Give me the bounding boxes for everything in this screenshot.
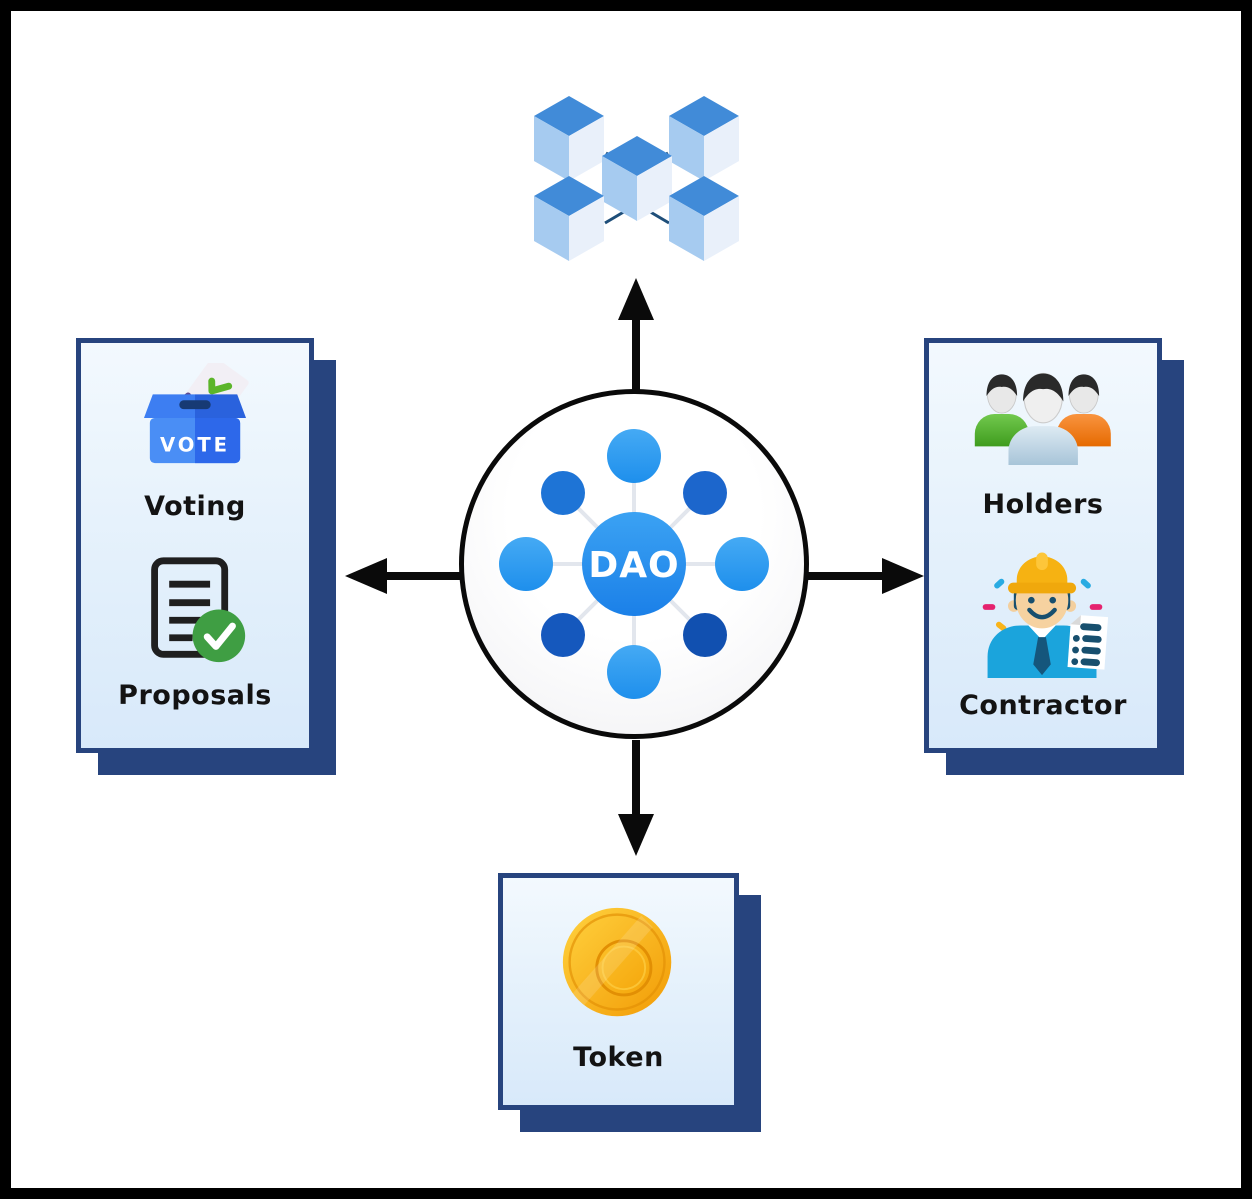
cube-top-right [669, 96, 739, 181]
hub-node-west [499, 537, 553, 591]
holders-group-icon [974, 372, 1111, 465]
cube-top-left [534, 96, 604, 181]
holder-person-center [1008, 372, 1078, 465]
contractor-worker-icon [982, 552, 1109, 678]
arrow-up-icon [618, 278, 654, 394]
hub-center-node [582, 512, 686, 616]
holder-person-orange [1056, 374, 1111, 447]
contractor-label: Contractor [959, 690, 1127, 721]
voting-proposals-card: VOTE Voting Proposals [76, 338, 314, 753]
holders-contractor-card: Holders [924, 338, 1162, 753]
cube-bottom-right [669, 176, 739, 261]
token-card: Token [498, 873, 739, 1110]
ballot-box: VOTE [143, 394, 247, 464]
contractor-checklist [1067, 615, 1109, 670]
holders-label: Holders [982, 489, 1104, 520]
dao-label: DAO [588, 545, 679, 586]
hub-node-north [607, 429, 661, 483]
token-coin-icon [562, 907, 671, 1017]
dao-network-hub-icon: DAO [499, 429, 769, 699]
proposals-label: Proposals [118, 680, 272, 711]
check-circle [192, 609, 246, 663]
proposal-document-check-icon [151, 557, 246, 663]
token-label: Token [573, 1042, 664, 1073]
hub-node-northwest [541, 471, 585, 515]
arrow-down-icon [618, 740, 654, 856]
cube-bottom-left [534, 176, 604, 261]
vote-box-text: VOTE [160, 433, 230, 456]
hard-hat [1007, 552, 1077, 594]
hub-node-northeast [683, 471, 727, 515]
arrow-left-icon [345, 558, 461, 594]
voting-label: Voting [144, 491, 246, 522]
vote-ballot-box-icon: VOTE [143, 363, 249, 464]
arrow-right-icon [808, 558, 924, 594]
hub-node-southeast [683, 613, 727, 657]
dao-central-circle: DAO [459, 389, 809, 739]
hub-node-southwest [541, 613, 585, 657]
cube-center [602, 136, 672, 221]
hub-node-east [715, 537, 769, 591]
blockchain-cubes-icon [534, 96, 739, 261]
hub-node-south [607, 645, 661, 699]
